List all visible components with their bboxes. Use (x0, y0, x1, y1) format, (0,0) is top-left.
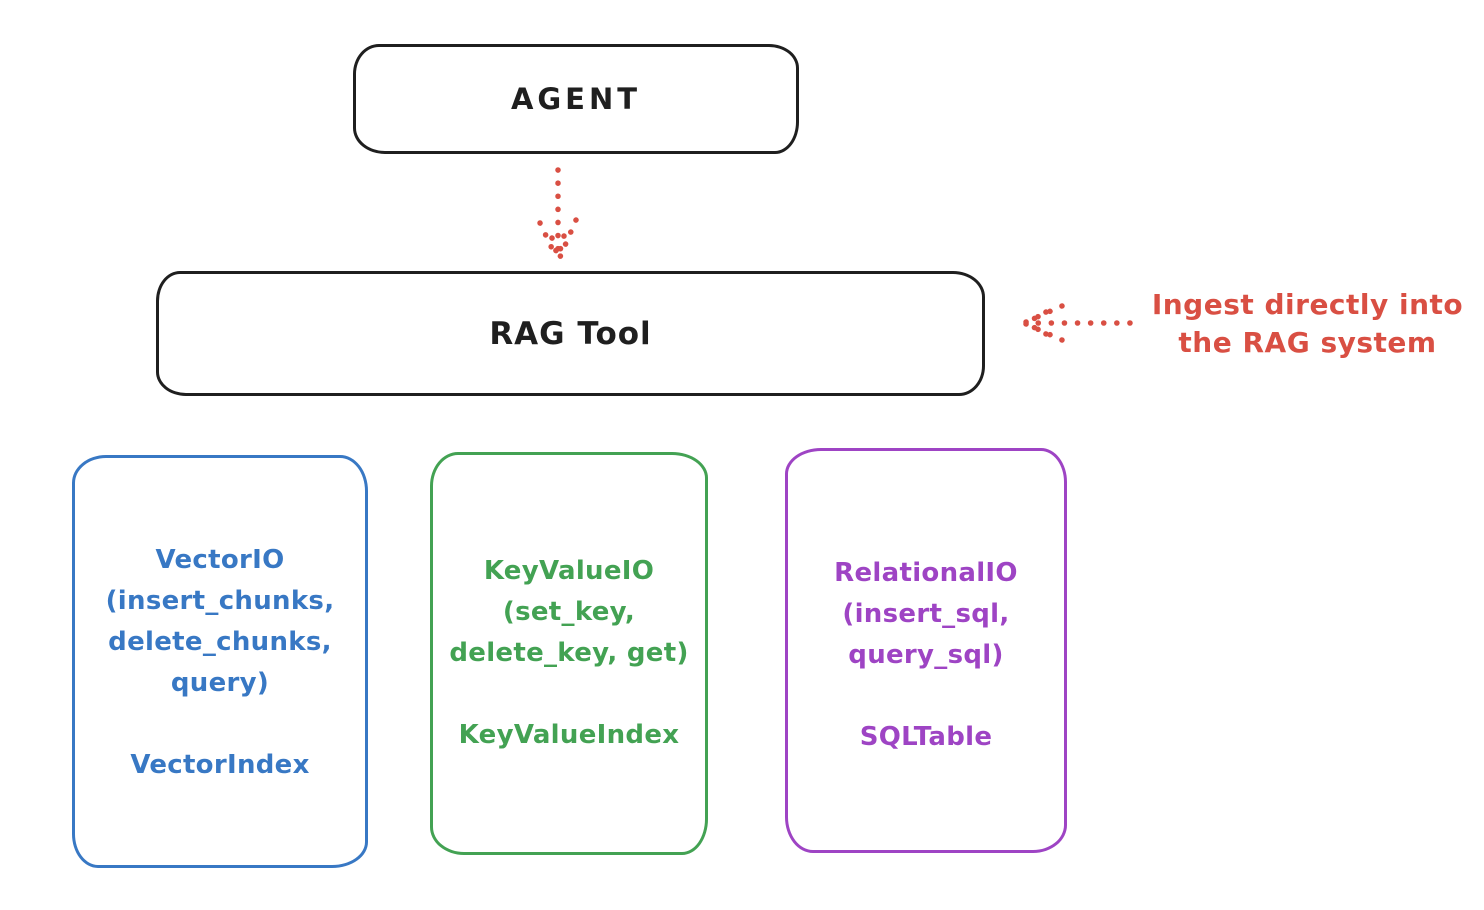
vector-index-label: VectorIndex (130, 750, 310, 780)
relational-io-box[interactable]: RelationalIO (insert_sql, query_sql) SQLTa… (785, 448, 1067, 853)
keyvalue-io-lines: KeyValueIO (set_key, delete_key, get) (449, 551, 688, 674)
relational-io-lines: RelationalIO (insert_sql, query_sql) (834, 553, 1018, 676)
arrow-agent-to-ragtool-icon (537, 167, 579, 260)
text-line: (set_key, (502, 597, 636, 627)
text-line: KeyValueIO (483, 556, 655, 586)
text-line: VectorIO (155, 545, 285, 575)
text-line: query_sql) (848, 640, 1004, 670)
ingest-annotation: Ingest directly into the RAG system (1135, 286, 1480, 362)
text-line: query) (170, 668, 270, 698)
agent-box[interactable]: AGENT (353, 44, 799, 154)
keyvalue-io-box[interactable]: KeyValueIO (set_key, delete_key, get) KeyV… (430, 452, 708, 855)
rag-tool-box[interactable]: RAG Tool (156, 271, 985, 396)
text-line: (insert_chunks, (105, 586, 335, 616)
vector-io-lines: VectorIO (insert_chunks, delete_chunks,que… (106, 540, 335, 704)
text-line: Ingest directly into (1151, 288, 1464, 321)
sql-table-label: SQLTable (859, 722, 993, 752)
agent-label: AGENT (510, 82, 642, 116)
text-line: delete_key, get) (449, 638, 689, 668)
text-line: delete_chunks, (108, 627, 332, 657)
text-line: (insert_sql, (842, 599, 1010, 629)
text-line: RelationalIO (834, 558, 1018, 588)
keyvalue-index-label: KeyValueIndex (458, 720, 680, 750)
vector-io-box[interactable]: VectorIO (insert_chunks, delete_chunks,que… (72, 455, 368, 868)
arrow-annotation-to-ragtool-icon (1023, 303, 1133, 343)
text-line: the RAG system (1178, 326, 1437, 359)
rag-tool-label: RAG Tool (489, 315, 652, 352)
